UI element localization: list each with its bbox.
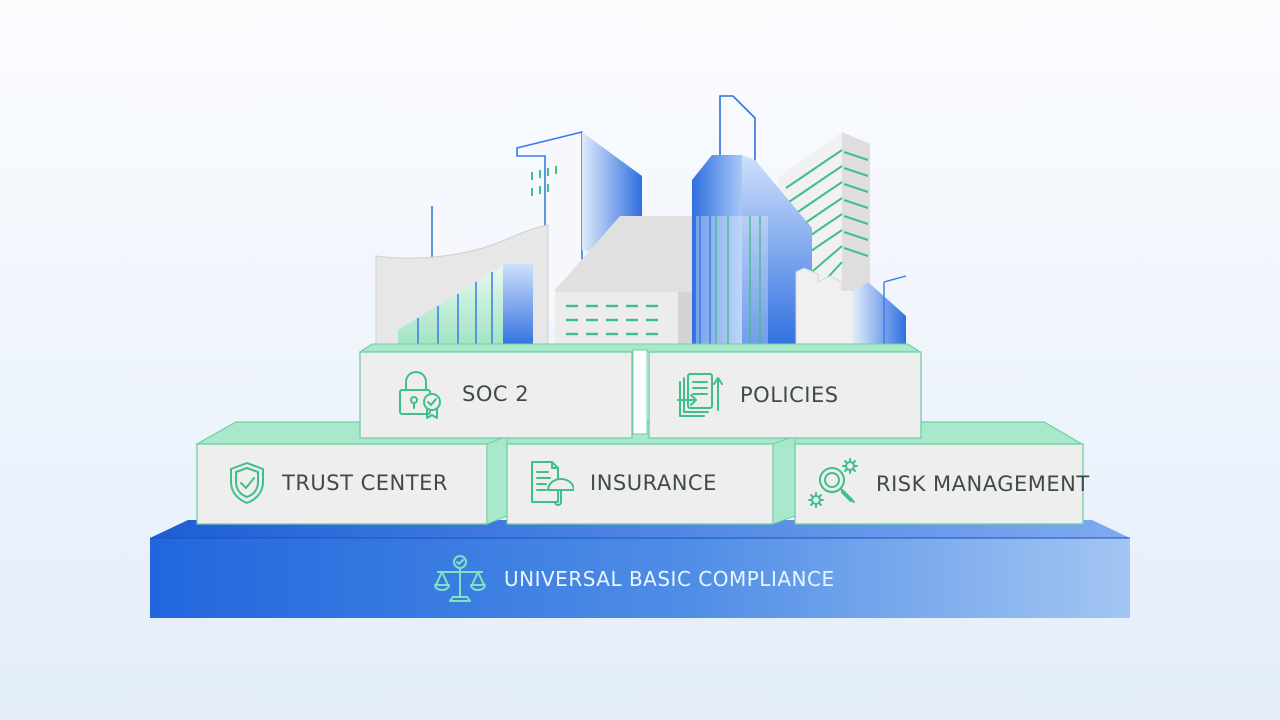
document-umbrella-icon: [531, 461, 574, 506]
scales-icon: [434, 555, 486, 602]
block-risk-management-label: RISK MANAGEMENT: [876, 472, 1090, 496]
block-insurance-label: INSURANCE: [590, 471, 717, 495]
block-soc-2: SOC 2: [394, 368, 529, 420]
documents-arrow-icon: [677, 373, 723, 417]
city-skyline: [375, 95, 907, 349]
block-policies-label: POLICIES: [740, 383, 839, 407]
shield-check-icon: [230, 462, 264, 504]
magnifier-gears-icon: [808, 458, 858, 508]
block-universal-basic-compliance: UNIVERSAL BASIC COMPLIANCE: [432, 553, 835, 605]
block-soc-2-label: SOC 2: [462, 382, 530, 406]
block-trust-center-label: TRUST CENTER: [282, 471, 448, 495]
block-trust-center: TRUST CENTER: [228, 460, 448, 506]
block-universal-basic-compliance-label: UNIVERSAL BASIC COMPLIANCE: [504, 567, 835, 591]
block-policies: POLICIES: [676, 370, 839, 420]
block-risk-management: RISK MANAGEMENT: [808, 458, 1090, 510]
block-insurance: INSURANCE: [528, 458, 717, 508]
padlock-badge-icon: [399, 371, 441, 419]
